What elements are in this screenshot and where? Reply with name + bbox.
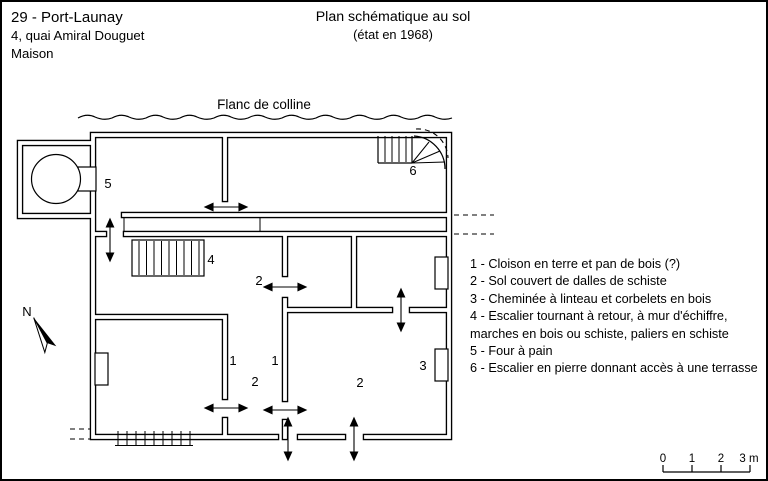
door-opening-arrow: [263, 282, 307, 292]
legend-item-3: 3 - Cheminée à linteau et corbelets en b…: [470, 291, 712, 306]
fireplace-lower-left: [94, 352, 109, 386]
door-opening-arrow: [263, 405, 307, 415]
legend-item-5: 5 - Four à pain: [470, 344, 553, 359]
stair-terrace: [377, 128, 449, 170]
threshold-steps: [115, 431, 193, 446]
bread-oven: [30, 153, 97, 205]
scale-bar: 0 1 2 3 m: [660, 453, 759, 473]
fireplace-symbols: [94, 256, 449, 386]
marker-oven: 5: [104, 176, 111, 191]
north-needle-icon: [33, 317, 57, 355]
legend-item-6: 6 - Escalier en pierre donnant accès à u…: [470, 361, 758, 376]
north-label: N: [22, 304, 31, 319]
plan-title: Plan schématique au sol: [315, 9, 471, 25]
legend: 1 - Cloison en terre et pan de bois (?) …: [470, 256, 766, 378]
marker-slate-corridor: 2: [251, 374, 258, 389]
marker-slate-room: 2: [356, 375, 363, 390]
fireplace-lower-right: [434, 348, 449, 382]
hillside-line: [77, 114, 453, 120]
scale-tick-3: 3 m: [739, 453, 758, 465]
address-line: 4, quai Amiral Douguet: [11, 28, 145, 43]
commune-title: 29 - Port-Launay: [11, 9, 123, 26]
door-opening-arrow: [349, 417, 359, 461]
plan-subtitle: (état en 1968): [353, 27, 433, 42]
marker-stair-main: 4: [207, 252, 214, 267]
marker-partition-left: 1: [229, 353, 236, 368]
building-type: Maison: [11, 46, 54, 61]
scale-tick-2: 2: [718, 453, 724, 465]
legend-item-2: 2 - Sol couvert de dalles de schiste: [470, 274, 667, 289]
north-arrow: N: [22, 304, 57, 355]
legend-item-1: 1 - Cloison en terre et pan de bois (?): [470, 257, 681, 271]
marker-stair-terrace: 6: [409, 163, 416, 178]
address-block: 29 - Port-Launay 4, quai Amiral Douguet …: [11, 8, 144, 63]
marker-partition-right: 1: [271, 353, 278, 368]
marker-slate-upper: 2: [255, 273, 262, 288]
hillside-label: Flanc de colline: [217, 97, 311, 112]
fireplace-upper-right: [434, 256, 449, 290]
door-opening-arrow: [105, 218, 115, 262]
marker-fireplace: 3: [419, 358, 426, 373]
legend-item-4: 4 - Escalier tournant à retour, à mur d'…: [470, 309, 729, 341]
door-opening-arrow: [204, 202, 248, 212]
scale-tick-0: 0: [660, 453, 666, 465]
title-block: Plan schématique au sol (état en 1968): [243, 8, 543, 43]
oven-circle: [30, 153, 82, 205]
stair-main: [123, 217, 261, 277]
plan-markers: 5 4 6 2 2 2 1 1 3: [104, 163, 426, 390]
door-opening-arrow: [204, 403, 248, 413]
scale-tick-1: 1: [689, 453, 695, 465]
door-opening-arrow: [396, 288, 406, 332]
dashed-reference-lines: [70, 214, 494, 440]
